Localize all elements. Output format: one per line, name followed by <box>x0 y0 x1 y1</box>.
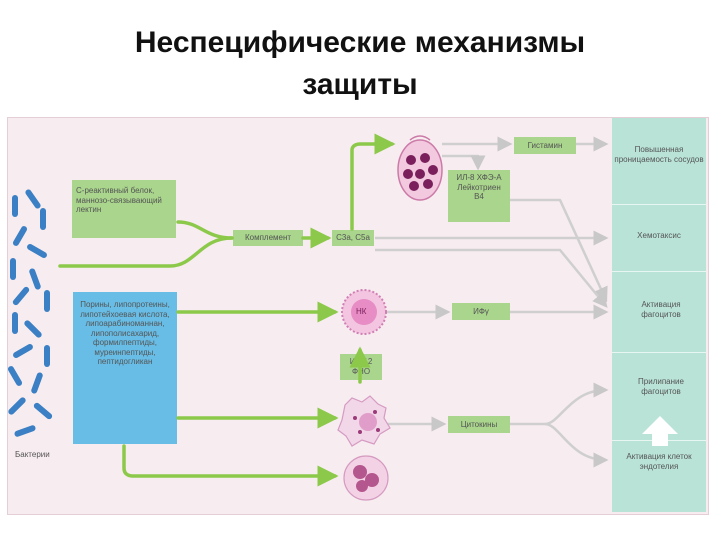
bacterium-rod <box>10 258 16 280</box>
arrow-mast-to-il8 <box>442 154 486 171</box>
histamine-box: Гистамин <box>514 137 576 154</box>
bacterium-rod <box>12 195 18 217</box>
outcome-endothelial-activation: Активация клеток эндотелия <box>626 452 692 471</box>
outcome-phagocyte-adhesion: Прилипание фагоцитов <box>638 377 684 396</box>
outcome-phagocyte-activation: Активация фагоцитов <box>641 300 681 319</box>
bacterium-rod <box>13 344 33 358</box>
arrow-c3a-to-mast-cell <box>350 133 396 231</box>
arrow-c3a-to-activation <box>375 248 608 308</box>
macrophage-cell <box>337 395 391 447</box>
nk-label: НК <box>356 307 367 316</box>
bacterium-rod <box>8 397 26 415</box>
arrow-bacteria-to-complement <box>58 236 234 268</box>
bacterium-rod <box>40 208 46 230</box>
arrow-cytokines-to-endothelium <box>544 422 609 468</box>
outcome-column <box>612 118 706 512</box>
outcome-divider <box>612 271 706 272</box>
il8-chemokines-box: ИЛ-8 ХФЭ-А Лейкотриен B4 <box>448 170 510 222</box>
title-line-1: Неспецифические механизмы <box>134 26 586 59</box>
up-arrow-icon <box>642 416 678 446</box>
crp-lectin-box: С-реактивный белок, маннозо-связывающий … <box>72 180 176 238</box>
cytokines-box: Цитокины <box>448 416 510 433</box>
mast-cell <box>397 135 443 201</box>
bacteria-label: Бактерии <box>15 450 50 459</box>
outcome-chemotaxis: Хемотаксис <box>637 231 681 240</box>
bacterium-rod <box>14 425 36 437</box>
bacterium-rod <box>12 286 30 306</box>
bacterium-rod <box>25 189 41 209</box>
neutrophil-cell <box>343 455 389 501</box>
bacterium-rod <box>44 290 50 312</box>
complement-box: Комплемент <box>233 230 303 246</box>
outcome-divider <box>612 204 706 205</box>
arrow-il8-to-activation <box>510 198 608 303</box>
bacterium-rod <box>12 312 18 334</box>
bacterium-rod <box>31 372 43 394</box>
pamp-box: Порины, липопротеины, липотейхоевая кисл… <box>73 292 177 444</box>
c3a-c5a-box: C3a, C5a <box>332 230 374 246</box>
slide-title: Неспецифические механизмы защиты <box>0 22 720 106</box>
outcome-divider <box>612 352 706 353</box>
bacterium-rod <box>8 366 22 386</box>
bacteria-cluster <box>8 189 53 437</box>
nk-cell <box>341 289 387 335</box>
title-line-2: защиты <box>302 68 418 101</box>
bacterium-rod <box>44 345 50 367</box>
bacterium-rod <box>24 320 42 338</box>
bacterium-rod <box>13 226 27 246</box>
arrow-to-neutrophil <box>122 444 339 487</box>
bacterium-rod <box>33 402 53 420</box>
arrow-crp-to-complement <box>176 220 234 240</box>
ifn-gamma-box: ИФγ <box>452 303 510 320</box>
bacterium-rod <box>27 244 47 258</box>
bacterium-rod <box>29 268 41 290</box>
arrow-cytokines-to-adhesion <box>544 382 609 426</box>
outcome-vascular-permeability: Повышенная проницаемость сосудов <box>614 145 704 164</box>
